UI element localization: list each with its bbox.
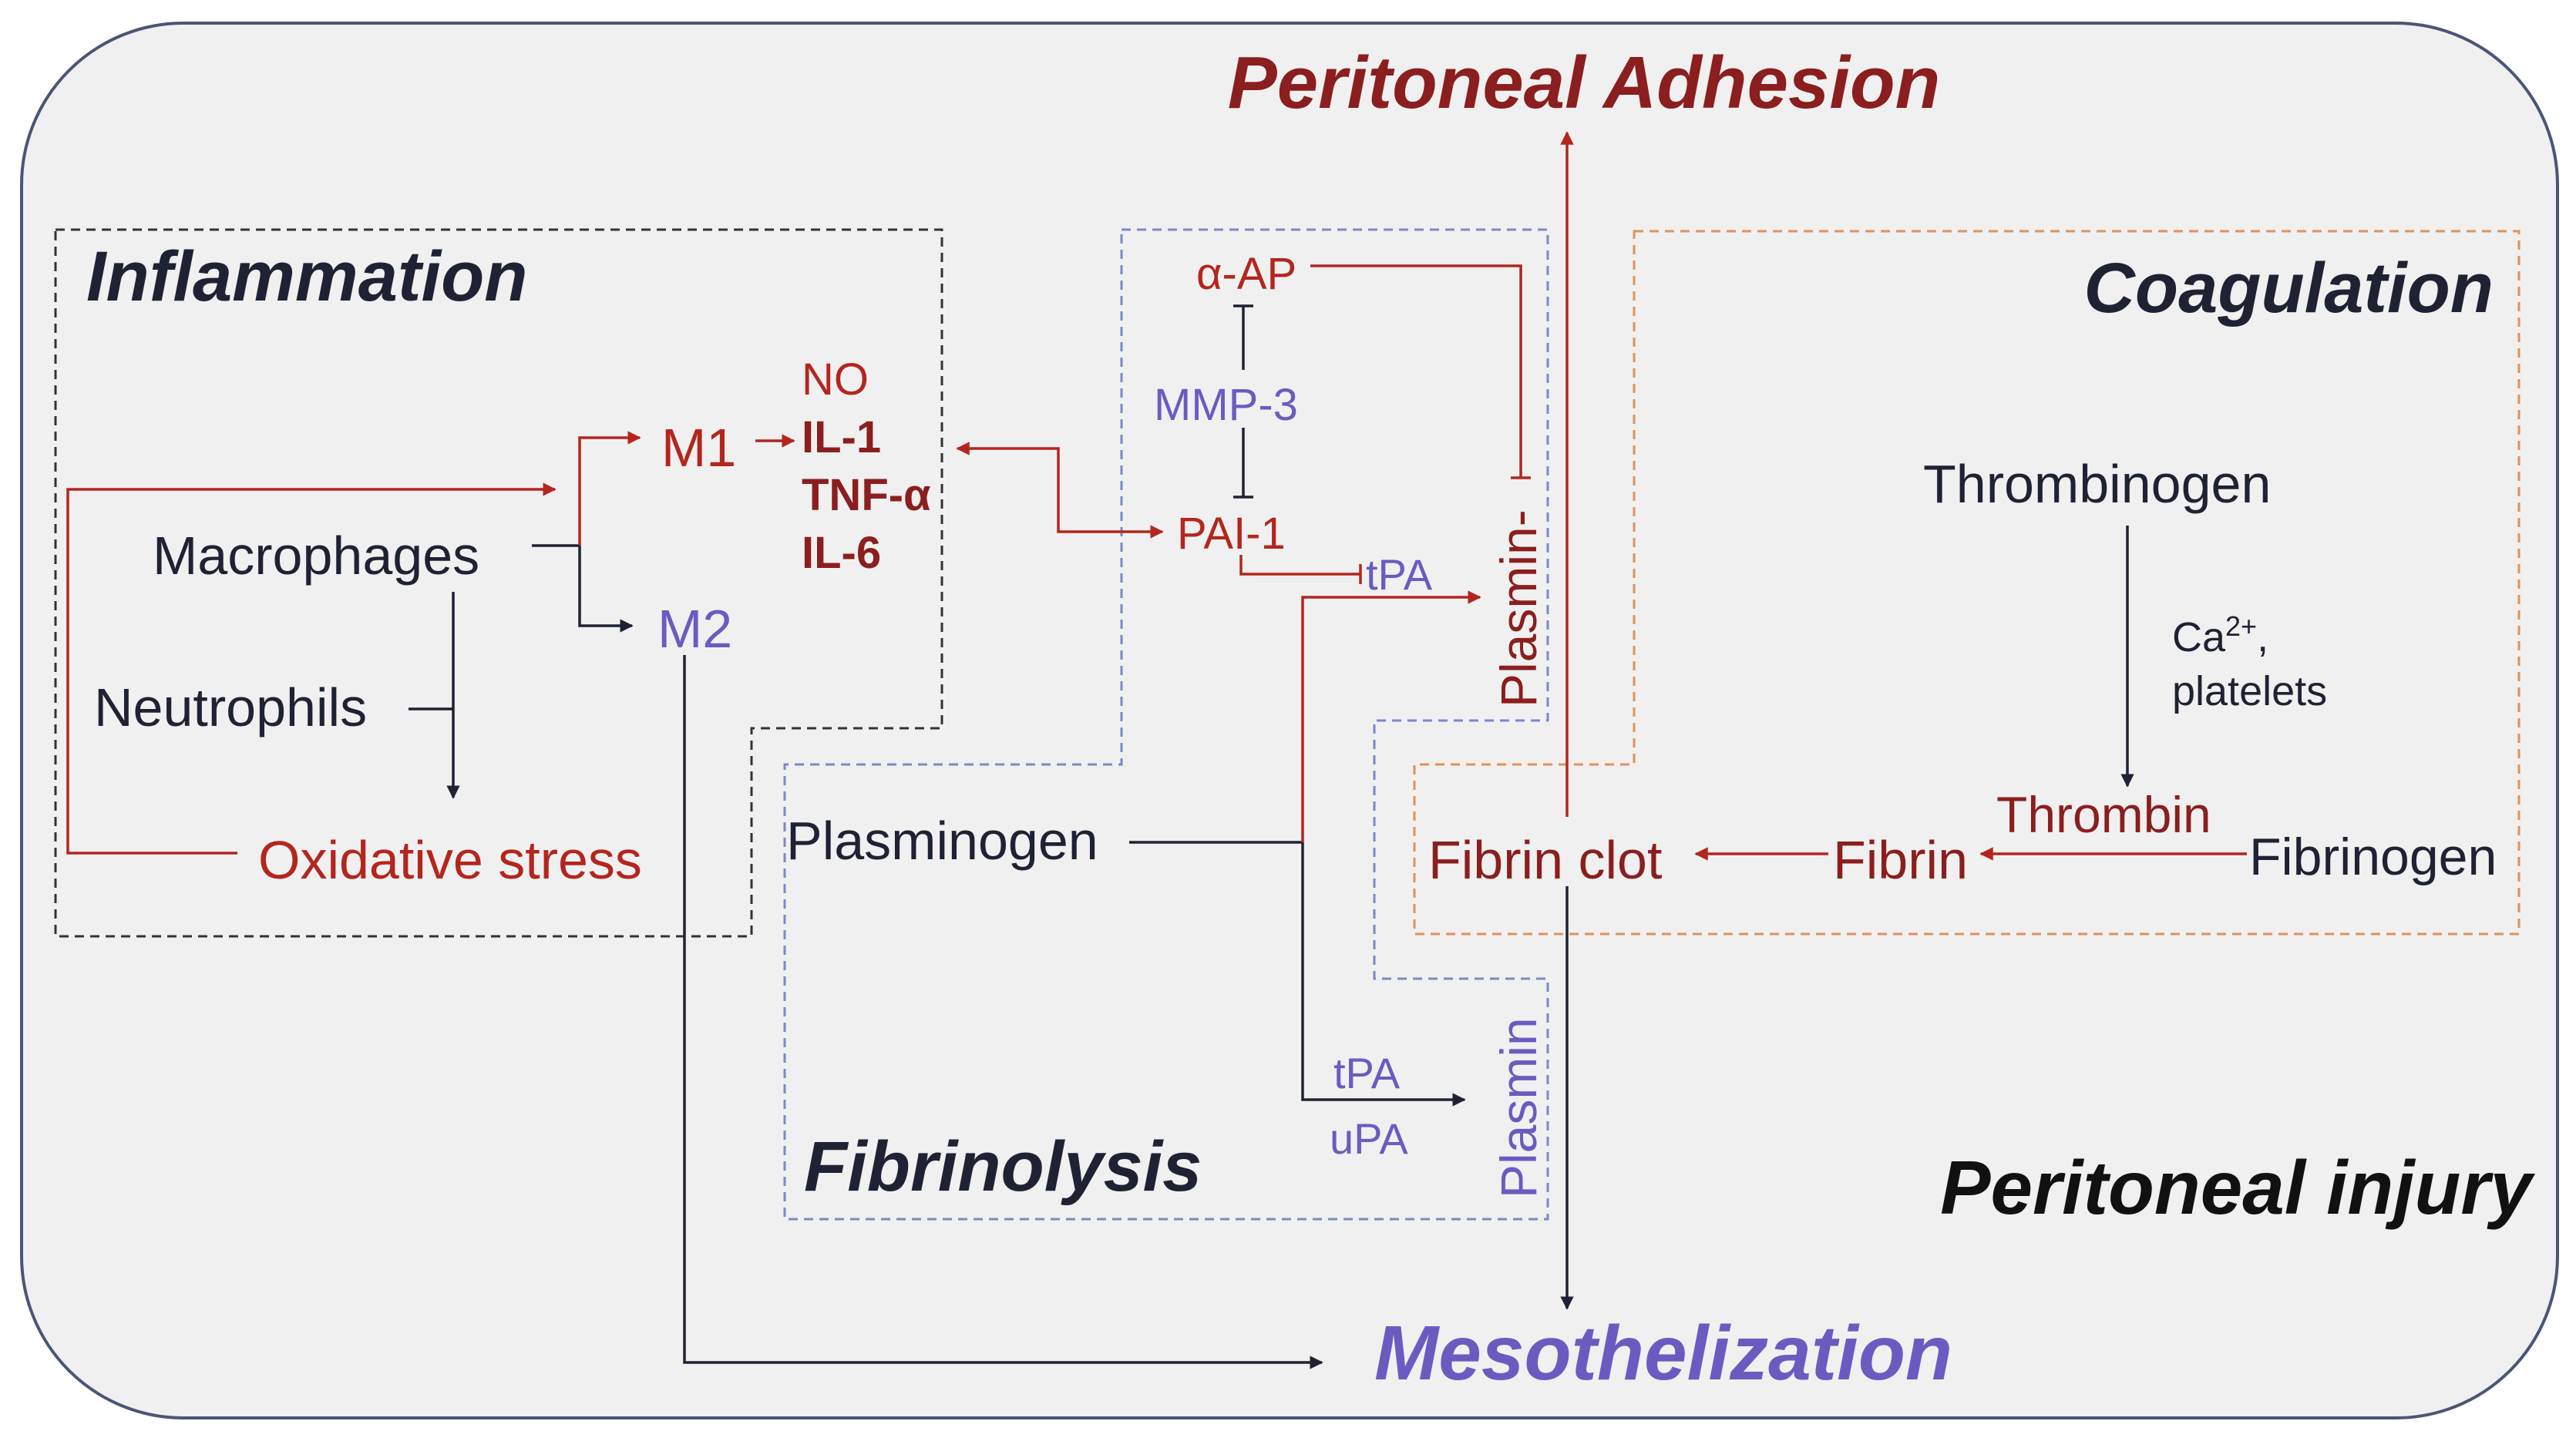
inflammation-connectors	[66, 431, 1323, 1369]
platelets-label: platelets	[2172, 668, 2327, 714]
fibrinogen-label: Fibrinogen	[2249, 828, 2497, 886]
m2-to-mesothelization-arrow	[683, 655, 1323, 1369]
oxidative-stress-feedback-arrow	[66, 482, 557, 855]
m1-label: M1	[661, 418, 736, 478]
alpha-ap-label: α-AP	[1196, 249, 1296, 299]
macrophages-to-m1-arrow	[578, 431, 641, 546]
oxidative-stress-label: Oxidative stress	[258, 830, 642, 890]
coagulation-title: Coagulation	[2083, 249, 2494, 328]
plasmin-bottom-label: Plasmin	[1490, 1017, 1547, 1198]
fibrinolysis-title: Fibrinolysis	[804, 1127, 1202, 1206]
upa-label: uPA	[1330, 1114, 1408, 1163]
plasminogen-to-plasmin-top-arrow	[1301, 590, 1481, 842]
coagulation-region	[1413, 230, 2521, 936]
pai1-label: PAI-1	[1177, 509, 1286, 559]
inflammation-region	[54, 228, 943, 938]
no-label: NO	[802, 354, 869, 405]
inflammation-title: Inflammation	[86, 237, 527, 316]
plasminogen-to-plasmin-bottom-arrow	[1301, 842, 1466, 1107]
plasmin-top-label: Plasmin-	[1490, 509, 1547, 707]
macrophages-label: Macrophages	[153, 526, 479, 586]
peritoneal-adhesion-title: Peritoneal Adhesion	[1228, 42, 1941, 124]
fibrinolysis-connectors	[1129, 264, 1531, 1107]
plasminogen-label: Plasminogen	[786, 811, 1098, 871]
m2-label: M2	[657, 599, 732, 659]
il1-label: IL-1	[802, 412, 881, 462]
thrombin-label: Thrombin	[1996, 786, 2211, 843]
macrophages-to-m2-arrow	[578, 546, 634, 633]
coagulation-connectors	[1560, 131, 2247, 1310]
pai1-inhibits-tpa	[1239, 555, 1360, 576]
tpa-bottom-label: tPA	[1333, 1049, 1401, 1097]
tpa-top-label: tPA	[1366, 550, 1433, 599]
outer-panel	[20, 22, 2559, 1419]
mmp3-label: MMP-3	[1154, 380, 1298, 430]
peritoneal-injury-title: Peritoneal injury	[1940, 1145, 2535, 1230]
calcium-label: Ca2+,	[2172, 610, 2268, 660]
alpha-ap-inhibits-plasmin	[1310, 264, 1522, 478]
neutrophils-label: Neutrophils	[94, 677, 367, 737]
mesothelization-title: Mesothelization	[1374, 1310, 1952, 1396]
thrombinogen-label: Thrombinogen	[1923, 454, 2271, 514]
cytokines-pai1-double-arrow	[956, 442, 1164, 539]
il6-label: IL-6	[802, 528, 881, 578]
fibrin-label: Fibrin	[1833, 830, 1968, 890]
fibrin-clot-label: Fibrin clot	[1428, 830, 1662, 890]
tnf-alpha-label: TNF-α	[802, 470, 931, 520]
